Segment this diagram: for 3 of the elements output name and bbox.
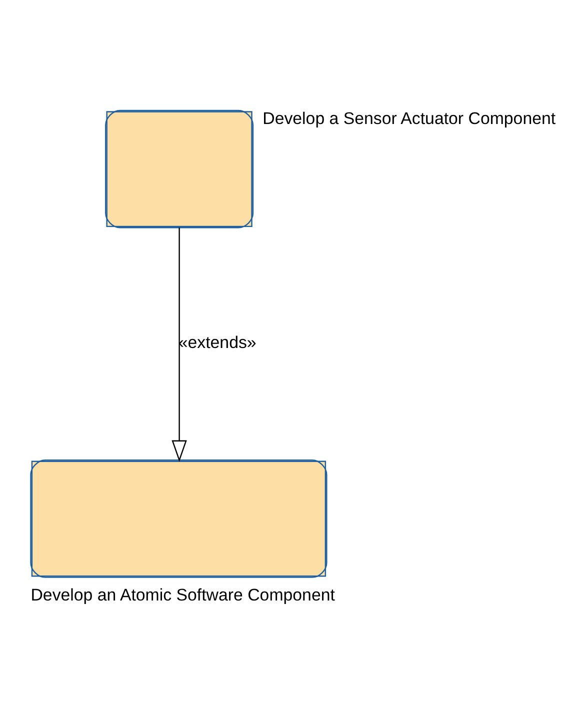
- node-label: Develop an Atomic Software Component: [30, 586, 335, 604]
- node-label: Develop a Sensor Actuator Component: [262, 109, 556, 128]
- arrow: [172, 228, 187, 462]
